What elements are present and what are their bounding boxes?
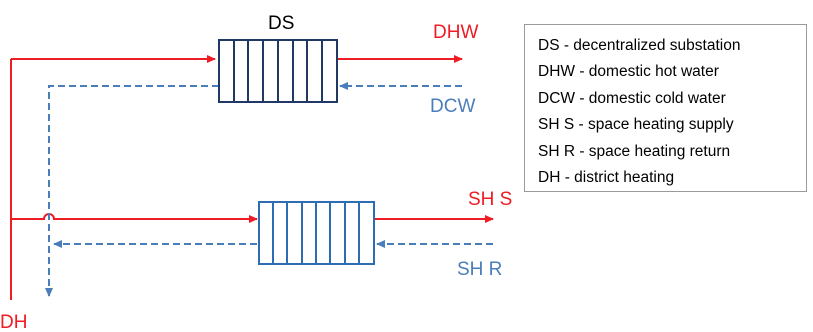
supply-lines [10,55,494,300]
label-dh: DH [0,312,27,332]
legend-item-ds: DS - decentralized substation [538,37,741,54]
label-ds: DS [268,13,294,34]
legend-item-dhw: DHW - domestic hot water [538,63,719,81]
label-sh-r: SH R [457,259,502,280]
heat-exchanger-sh [258,201,375,265]
legend-item-sh-r: SH R - space heating return [538,142,731,160]
heat-exchanger-dhw [218,39,338,103]
legend-box: DS - decentralized substation DHW - dome… [524,24,807,192]
ds-top-return-line [45,85,219,297]
label-dcw: DCW [430,96,475,117]
label-dhw: DHW [433,22,478,43]
label-sh-s: SH S [468,189,512,210]
legend-item-dcw: DCW - domestic cold water [538,89,726,107]
dh-to-ds-bottom-line [11,213,258,223]
legend-item-sh-s: SH S - space heating supply [538,116,734,134]
legend-item-dh: DH - district heating [538,169,675,187]
return-lines [45,82,493,297]
